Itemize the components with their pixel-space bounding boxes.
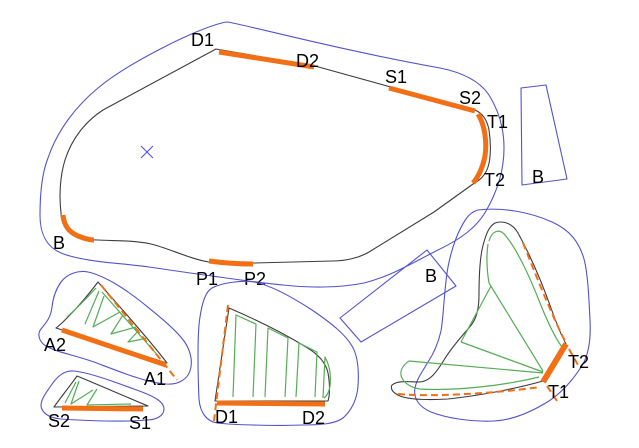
panel-s-blob [40, 370, 165, 422]
panel-s-highlight [61, 405, 144, 412]
section-s-highlight [388, 85, 476, 114]
label-panel-d2: D2 [302, 408, 325, 428]
section-t-highlight [471, 112, 489, 185]
panel-d-highlight [216, 400, 326, 407]
label-track-d1: D1 [191, 30, 214, 50]
label-panel-a1: A1 [144, 369, 166, 389]
label-track-d2: D2 [296, 51, 319, 71]
panel-d: D1 D2 [197, 280, 359, 428]
label-panel-b-mid: B [425, 266, 437, 286]
panel-b-top-outline [520, 84, 568, 186]
track-inner-edge [59, 48, 491, 264]
panel-a: A2 A1 [38, 270, 192, 389]
label-panel-t1: T1 [548, 382, 569, 402]
track-center-cross-icon [140, 145, 154, 159]
panel-b-mid: B [339, 249, 457, 343]
label-track-t1: T1 [487, 112, 508, 132]
panel-t-blob [414, 208, 591, 422]
panel-t-outline [390, 221, 567, 401]
label-track-t2: T2 [484, 170, 505, 190]
section-p-highlight [208, 258, 254, 267]
section-d-highlight [218, 49, 315, 70]
label-panel-t2: T2 [568, 352, 589, 372]
label-panel-s2: S2 [48, 411, 70, 431]
panel-a-outline [55, 281, 168, 364]
label-track-p2: P2 [244, 269, 266, 289]
panel-a-hatch [66, 287, 161, 359]
label-panel-b-top: B [532, 167, 544, 187]
label-panel-a2: A2 [44, 335, 66, 355]
label-panel-d1: D1 [215, 407, 238, 427]
panel-t: T2 T1 [390, 208, 591, 422]
panel-b-mid-outline [339, 249, 457, 343]
label-panel-s1: S1 [129, 413, 151, 433]
track-outer-boundary [39, 21, 505, 288]
panel-a-blob [38, 270, 192, 385]
section-b-highlight [60, 214, 95, 243]
panel-d-blob [197, 280, 359, 426]
label-track-s2: S2 [459, 88, 481, 108]
panel-s-hatch [64, 380, 132, 406]
label-track-s1: S1 [385, 67, 407, 87]
panel-d-hatch [232, 314, 331, 399]
label-track-p1: P1 [196, 269, 218, 289]
main-track: D1 D2 S1 S2 T1 T2 B P1 P2 [39, 21, 508, 289]
panel-t-hatch [400, 230, 563, 391]
panel-s-outline [53, 375, 149, 408]
panel-a-highlight [61, 327, 167, 368]
panel-b-top: B [520, 84, 568, 187]
panel-s: S2 S1 [40, 370, 165, 433]
panel-t-highlight [540, 342, 569, 384]
panel-d-outline [214, 307, 331, 402]
panel-d-dashed-edge [213, 304, 229, 422]
label-track-b: B [53, 233, 65, 253]
